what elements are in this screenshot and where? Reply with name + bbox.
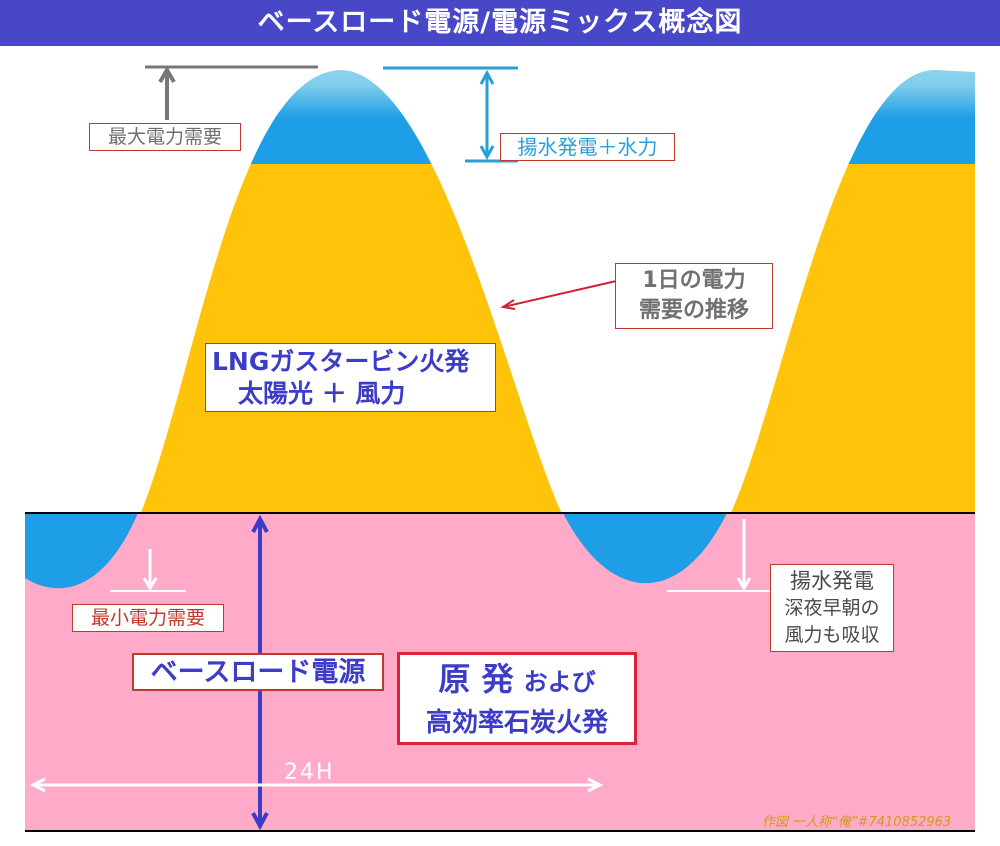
peak-band	[25, 70, 975, 118]
double-arrow-icon	[479, 69, 495, 161]
daily-demand-line2: 需要の推移	[638, 298, 749, 323]
night-hydro-left	[25, 513, 138, 589]
arrow-to-curve-icon	[500, 278, 626, 310]
duration-label: 24H	[284, 760, 335, 785]
double-arrow-icon	[29, 777, 604, 793]
credit-text: 作図 一人称“俺”#7410852963	[762, 815, 952, 830]
night-line2: 深夜早朝の	[784, 597, 880, 619]
up-arrow-icon	[158, 66, 176, 120]
lng-line1: LNGガスタービン火発	[212, 347, 470, 376]
lng-line2: 太陽光 ＋ 風力	[238, 379, 406, 408]
page-title: ベースロード電源/電源ミックス概念図	[0, 0, 1000, 46]
max-demand-label: 最大電力需要	[89, 123, 241, 151]
middle-load-band	[25, 160, 975, 515]
lng-label: LNGガスタービン火発 太陽光 ＋ 風力	[205, 343, 496, 412]
night-pumped-hydro-label: 揚水発電 深夜早朝の 風力も吸収	[770, 564, 894, 652]
night-hydro-middle	[563, 513, 727, 584]
down-arrow-icon	[736, 519, 752, 591]
night-line1: 揚水発電	[790, 569, 874, 593]
baseload-label: ベースロード電源	[132, 653, 384, 691]
min-demand-label: 最小電力需要	[72, 604, 224, 632]
night-line3: 風力も吸収	[784, 624, 880, 646]
nuclear-coal-label: 原 発および 高効率石炭火発	[397, 652, 637, 745]
pumped-hydro-label: 揚水発電＋水力	[500, 133, 675, 161]
down-arrow-icon	[142, 549, 158, 591]
and-text: および	[523, 668, 596, 696]
nuclear-line: 原 発および	[400, 657, 634, 704]
coal-line: 高効率石炭火発	[425, 708, 608, 738]
daily-demand-label: 1日の電力 需要の推移	[615, 263, 773, 329]
nuclear-text: 原 発	[438, 660, 514, 698]
daily-demand-line1: 1日の電力	[642, 268, 746, 293]
